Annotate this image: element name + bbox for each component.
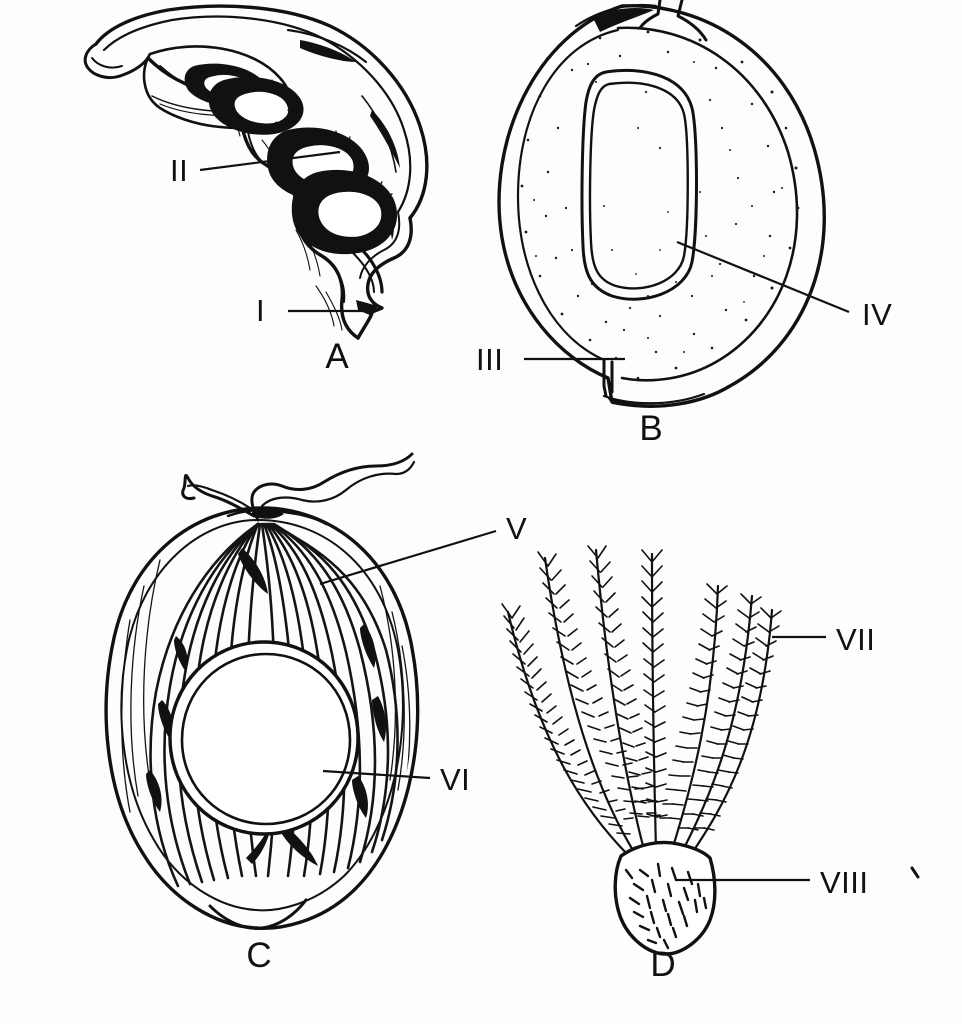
drupe-mesocarp-stipple	[520, 30, 800, 380]
drupe-basal-notch	[602, 358, 608, 398]
pod-beak	[356, 300, 378, 316]
label-vii: VII	[836, 622, 875, 657]
stray-tick-mark	[910, 866, 920, 879]
leader-line-ii	[199, 150, 341, 172]
label-v: V	[506, 511, 527, 546]
pappus-bristle-4	[641, 549, 668, 852]
seed-2-hatch	[213, 77, 297, 133]
drupe-peduncle-right	[676, 0, 708, 42]
pappus-bristle-3	[587, 545, 661, 852]
husk-tendril-right-inner	[260, 460, 416, 508]
panel-d-achene-pappus: VII VIII D	[501, 545, 875, 984]
pod-valve-shade-1	[300, 40, 356, 62]
label-vi: VI	[440, 762, 470, 797]
panel-letter-a: A	[325, 337, 349, 376]
panel-letter-b: B	[639, 409, 662, 448]
panel-b-drupe-section: III IV B	[476, 0, 892, 448]
endocarp-ring-inner	[180, 652, 352, 826]
pod-seeds	[184, 63, 398, 255]
husk-outline-inner	[120, 519, 404, 912]
seed-2-lumen	[233, 90, 290, 125]
leader-line-iv	[676, 240, 850, 314]
panel-letter-d: D	[650, 945, 675, 984]
pod-pedicel	[83, 42, 150, 80]
achene-hairs	[624, 862, 708, 950]
pod-pedicel-inner	[91, 57, 123, 69]
husk-tendril-left-inner	[186, 484, 252, 510]
drupe-apex-edge	[574, 3, 658, 28]
seed-4-lumen	[317, 190, 383, 239]
seed-4-hatch	[296, 172, 397, 254]
label-i: I	[256, 293, 265, 328]
drupe-base-scar	[606, 396, 698, 407]
husk-base-lobe	[208, 898, 308, 930]
panel-a-legume-pod: II I A	[83, 4, 429, 376]
drupe-endocarp-outer	[580, 69, 698, 301]
husk-tendril-right	[250, 452, 414, 522]
pod-valve-stroke-2	[361, 95, 397, 173]
pod-dorsal-outline	[94, 4, 429, 220]
leader-line-v	[319, 529, 497, 586]
drupe-inner-wall	[616, 26, 799, 382]
pappus-bristle-6	[677, 593, 762, 854]
pappus-bristle-5	[659, 583, 728, 852]
husk-apex-edge	[226, 508, 328, 526]
pappus-bristle-7	[688, 607, 782, 858]
pod-right-wall-inner	[359, 211, 401, 279]
label-ii: II	[170, 153, 188, 188]
label-iii: III	[476, 342, 503, 377]
pod-valve-stroke-1	[286, 28, 368, 64]
label-viii: VIII	[820, 865, 869, 900]
pappus-bristle-1	[501, 603, 634, 857]
label-iv: IV	[862, 297, 892, 332]
panel-c-fibrous-drupe: V VI C	[104, 452, 527, 975]
drupe-inner-wall-left	[516, 28, 620, 362]
drupe-base-line	[602, 392, 706, 405]
drupe-endocarp-inner	[588, 81, 689, 290]
leader-line-vi	[322, 769, 431, 780]
drupe-outer-wall	[497, 4, 826, 408]
drupe-peduncle-left	[638, 0, 662, 30]
husk-tendril-left	[181, 473, 256, 518]
drupe-apex-shade	[592, 8, 654, 32]
panel-letter-c: C	[246, 936, 271, 975]
